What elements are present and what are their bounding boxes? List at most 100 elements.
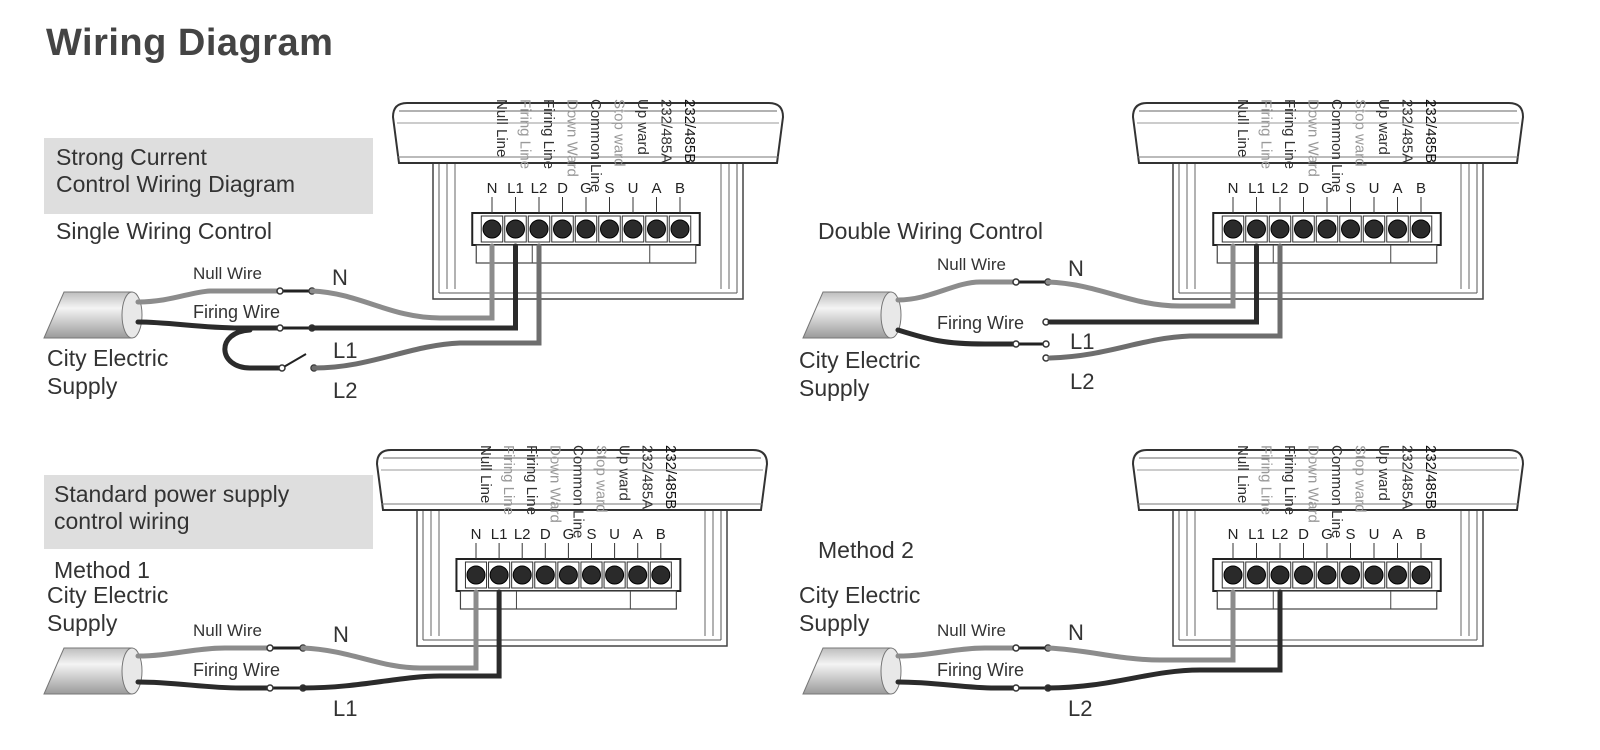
switch-contact	[1012, 684, 1020, 692]
caption-method-2: Method 2	[818, 537, 914, 563]
terminal-screw-g	[558, 565, 578, 585]
terminal-screw-u	[1364, 565, 1384, 585]
l2-wire	[311, 243, 542, 371]
supply-line-1: City Electric	[799, 582, 921, 608]
label-out-l1: L1	[1070, 329, 1094, 354]
terminal-label-g: Common Line	[587, 99, 604, 192]
supply-line-2: Supply	[47, 373, 118, 399]
terminal-label-l1: Firing Line	[500, 445, 517, 515]
city-supply-label-1: City Electric Supply	[47, 344, 168, 400]
firing-wire	[895, 327, 1019, 347]
terminal-label-s: Stop ward	[1352, 99, 1369, 167]
label-out-l2: L2	[1070, 369, 1094, 394]
terminal-screw-u	[605, 565, 625, 585]
terminal-label-l1: Firing Line	[1258, 99, 1275, 169]
null-wire-to-n	[1045, 589, 1236, 663]
terminal-label-s: Stop ward	[1352, 445, 1369, 513]
terminal-label-u: Up ward	[1375, 99, 1392, 155]
terminal-screw-l2	[529, 219, 549, 239]
terminal-code-b: B	[675, 180, 685, 197]
terminal-screw-b	[1411, 565, 1431, 585]
cable-jacket	[802, 291, 892, 339]
terminal-screw-l1	[1247, 219, 1266, 239]
supply-cable-method-1	[43, 647, 143, 695]
banner-line-2: Control Wiring Diagram	[56, 171, 296, 197]
terminal-code-u: U	[1369, 526, 1380, 543]
null-wire	[135, 288, 283, 305]
null-wire-to-n	[1045, 243, 1236, 309]
label-firing-wire: Firing Wire	[193, 302, 280, 322]
terminal-label-l2: Firing Line	[1281, 445, 1298, 515]
terminal-screw-s	[582, 565, 601, 585]
terminal-code-b: B	[1416, 180, 1426, 197]
label-firing-wire: Firing Wire	[193, 660, 280, 680]
terminal-code-a: A	[633, 526, 643, 543]
terminal-label-b: 232/485B	[1422, 445, 1439, 509]
label-null-wire: Null Wire	[193, 264, 262, 283]
terminal-label-n: Null Line	[1234, 445, 1251, 503]
terminal-code-l1: L1	[1248, 526, 1265, 543]
terminal-code-a: A	[1392, 180, 1402, 197]
terminal-screw-a	[628, 565, 648, 585]
terminal-code-d: D	[1298, 526, 1309, 543]
terminal-screw-u	[1364, 219, 1384, 239]
terminal-label-n: Null Line	[477, 445, 494, 503]
cable-jacket	[43, 647, 133, 695]
terminal-label-a: 232/485A	[658, 99, 675, 163]
terminal-code-a: A	[651, 180, 661, 197]
firing-wire-to-l1	[309, 243, 518, 331]
switch-contact	[266, 644, 274, 652]
supply-line-1: City Electric	[799, 347, 921, 373]
terminal-screw-s	[1341, 565, 1360, 585]
terminal-code-s: S	[604, 180, 614, 197]
device-top-cap	[375, 449, 769, 511]
label-out-n: N	[1068, 620, 1084, 645]
terminal-label-u: Up ward	[634, 99, 651, 155]
terminal-code-s: S	[586, 526, 596, 543]
null-wire	[895, 279, 1019, 303]
terminal-screw-s	[1341, 219, 1360, 239]
firing-wire-to-l1	[1047, 243, 1259, 325]
terminal-screw-a	[647, 219, 666, 239]
terminal-label-s: Stop ward	[611, 99, 628, 167]
terminal-code-s: S	[1345, 180, 1355, 197]
terminal-code-u: U	[609, 526, 620, 543]
terminal-label-n: Null Line	[1234, 99, 1251, 157]
terminal-label-g: Common Line	[1328, 445, 1345, 538]
supply-line-1: City Electric	[47, 582, 169, 608]
page-title: Wiring Diagram	[46, 22, 334, 64]
terminal-label-u: Up ward	[616, 445, 633, 501]
label-out-l1: L1	[333, 696, 357, 721]
terminal-code-n: N	[1228, 526, 1239, 543]
caption-single-wiring: Single Wiring Control	[56, 218, 273, 244]
switch-contact	[276, 324, 284, 332]
terminal-label-l2: Firing Line	[540, 99, 557, 169]
null-wire-to-n	[309, 243, 495, 321]
banner-line-2: control wiring	[54, 508, 190, 534]
terminal-screw-l2	[512, 565, 532, 585]
terminal-code-g: G	[1321, 526, 1333, 543]
supply-cable-double	[802, 291, 902, 339]
supply-line-2: Supply	[47, 610, 118, 636]
label-out-n: N	[333, 622, 349, 647]
terminal-screw-d	[535, 565, 555, 585]
terminal-code-b: B	[656, 526, 666, 543]
terminal-code-s: S	[1345, 526, 1355, 543]
terminal-label-u: Up ward	[1375, 445, 1392, 501]
terminal-block-base	[475, 244, 697, 264]
terminal-label-b: 232/485B	[1422, 99, 1439, 163]
terminal-screw-b	[670, 219, 690, 239]
city-supply-label-4: City Electric Supply	[799, 581, 920, 637]
firing-wire	[135, 319, 283, 331]
city-supply-label-3: City Electric Supply	[47, 581, 168, 637]
terminal-code-l1: L1	[491, 526, 508, 543]
firing-wire-to-l2	[1045, 589, 1283, 691]
terminal-code-a: A	[1392, 526, 1402, 543]
terminal-label-g: Common Line	[569, 445, 586, 538]
device-top-cap	[391, 102, 785, 164]
caption-double-wiring: Double Wiring Control	[818, 218, 1043, 244]
supply-cable-single	[43, 291, 143, 339]
switch-contact	[1012, 644, 1020, 652]
terminal-screw-l1	[1247, 565, 1266, 585]
